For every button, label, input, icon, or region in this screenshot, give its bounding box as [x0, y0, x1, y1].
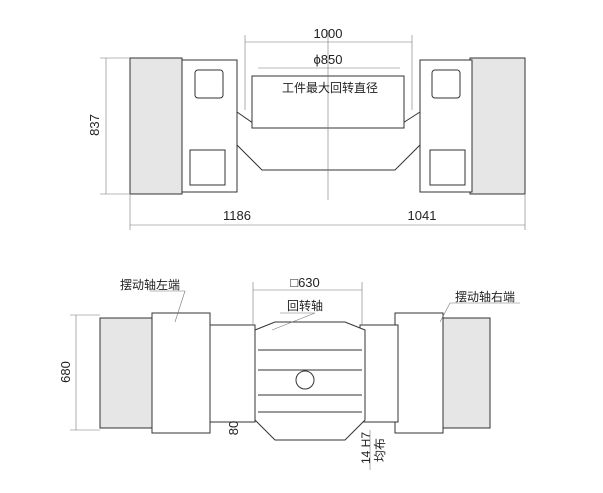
tilt-axis-left-label: 摆动轴左端 [120, 277, 180, 292]
left-support-plan [151, 312, 211, 434]
dim-837: 837 [87, 114, 102, 136]
left-cover-plate [194, 69, 224, 99]
left-junction-box [189, 149, 226, 186]
right-arm-plan [359, 324, 399, 423]
dim-630: □630 [290, 275, 320, 290]
slot-spec: 14 H7 [359, 432, 373, 464]
tilt-axis-right-label: 摆动轴右端 [455, 289, 515, 304]
left-motor-housing-plan [99, 317, 153, 429]
bottom-view [70, 282, 520, 470]
dim-850: ϕ850 [314, 52, 343, 67]
right-junction-box [429, 149, 466, 186]
rotary-axis-label: 回转轴 [287, 298, 323, 313]
right-motor-housing-plan [439, 317, 491, 429]
dim-80: 80 [226, 421, 241, 435]
workpiece-label: 工件最大回转直径 [282, 80, 378, 95]
dim-1186: 1186 [223, 208, 251, 223]
dim-680: 680 [58, 361, 73, 383]
right-support-plan [394, 312, 444, 434]
left-arm-plan [209, 324, 256, 423]
slot-note: 均布 [373, 438, 387, 462]
dim-1041: 1041 [408, 208, 437, 223]
left-motor-housing [129, 57, 183, 195]
table-center-bore [295, 370, 315, 390]
right-cover-plate [431, 69, 461, 99]
right-motor-housing [469, 57, 526, 195]
top-view [100, 30, 526, 230]
dim-1000: 1000 [314, 26, 343, 41]
